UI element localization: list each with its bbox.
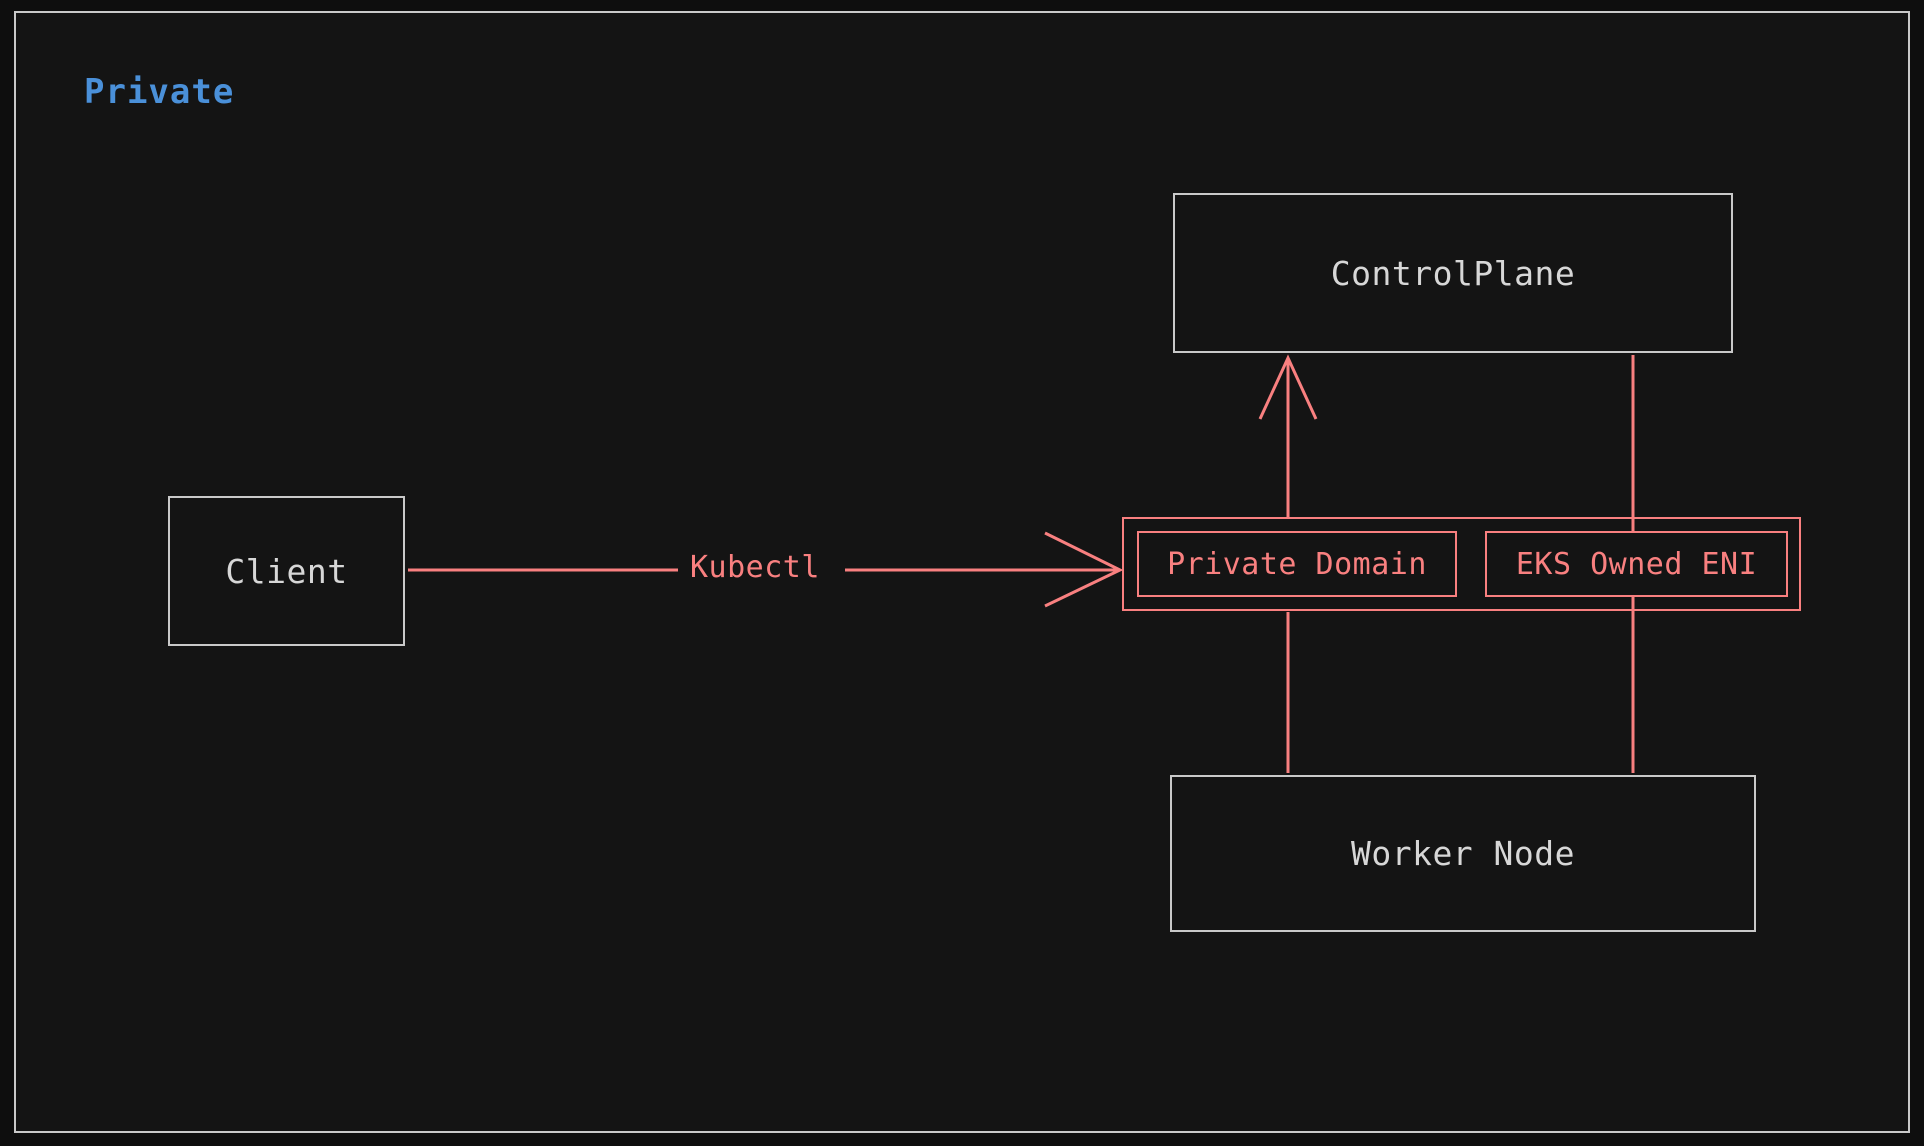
node-worker-node-label: Worker Node <box>1350 834 1576 873</box>
edge-label-kubectl: Kubectl <box>678 550 832 585</box>
node-eks-owned-eni[interactable]: EKS Owned ENI <box>1485 531 1788 597</box>
node-private-domain-label: Private Domain <box>1167 546 1427 582</box>
node-private-domain[interactable]: Private Domain <box>1137 531 1457 597</box>
node-controlplane-label: ControlPlane <box>1330 253 1576 293</box>
node-client[interactable]: Client <box>168 496 405 646</box>
node-eks-owned-eni-label: EKS Owned ENI <box>1515 546 1758 582</box>
cluster-label-private: Private <box>84 72 235 112</box>
node-client-label: Client <box>225 551 348 591</box>
node-worker-node[interactable]: Worker Node <box>1170 775 1756 932</box>
node-controlplane[interactable]: ControlPlane <box>1173 193 1733 353</box>
